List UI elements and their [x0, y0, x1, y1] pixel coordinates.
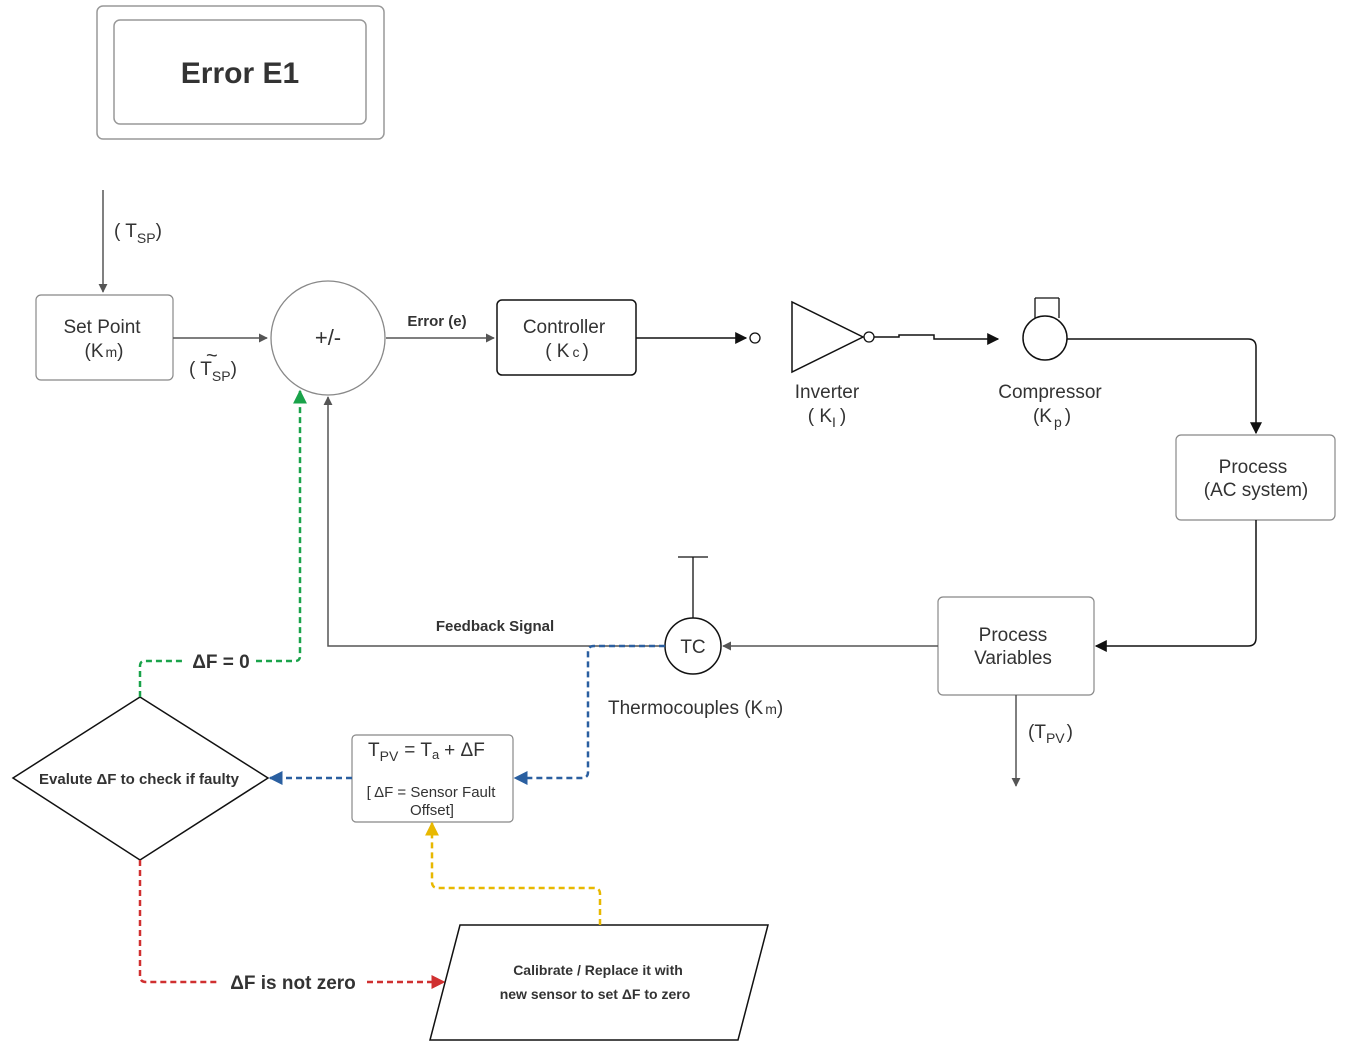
error-display: Error E1 — [96, 5, 385, 140]
process-variables-block: Process Variables — [937, 596, 1095, 696]
compressor-title: Compressor — [998, 382, 1102, 403]
feedback-signal-arrow — [323, 396, 665, 647]
decision-diamond: Evalute ΔF to check if faulty — [11, 696, 270, 861]
inverter-to-compressor-arrow — [874, 333, 1000, 345]
filtered-setpoint-label: ( TSP) — [189, 359, 237, 384]
process-subtitle: (AC system) — [1204, 480, 1309, 501]
set-point-title: Set Point — [63, 317, 141, 338]
calibrate-line1: Calibrate / Replace it with — [513, 962, 683, 978]
filtered-setpoint-tilde: ~ — [206, 345, 218, 367]
decision-text: Evalute ΔF to check if faulty — [39, 771, 240, 788]
tc-to-equation-dashed — [513, 644, 665, 785]
feedback-signal-label: Feedback Signal — [436, 618, 554, 635]
summing-junction-symbol: +/- — [315, 325, 341, 350]
process-block: Process (AC system) — [1175, 434, 1336, 521]
error-code: Error E1 — [181, 57, 299, 90]
controller-title: Controller — [523, 317, 606, 338]
process-to-variables-arrow — [1094, 520, 1257, 652]
equation-note-line1: [ ΔF = Sensor Fault — [367, 784, 497, 801]
calibrate-line2: new sensor to set ΔF to zero — [500, 986, 691, 1002]
zero-branch-dashed — [138, 391, 300, 697]
thermocouple-tag: TC — [680, 637, 705, 658]
inverter-gain: ( KI) — [808, 406, 847, 430]
thermocouple-symbol: TC — [664, 556, 722, 675]
inverter-title: Inverter — [795, 382, 860, 403]
equation-formula: TPV= Ta+ ΔF — [368, 740, 485, 764]
compressor-to-process-arrow — [1067, 338, 1262, 435]
process-variables-line2: Variables — [974, 648, 1052, 669]
pv-output-label: (TPV) — [1028, 722, 1073, 746]
calibrate-to-equation-dashed — [425, 821, 602, 925]
inverter-input-bubble — [749, 332, 761, 344]
error-signal-label: Error (e) — [407, 313, 466, 330]
equation-box: TPV= Ta+ ΔF [ ΔF = Sensor Fault Offset] — [351, 734, 514, 823]
process-variables-line1: Process — [979, 625, 1048, 646]
equation-note-line2: Offset] — [410, 802, 454, 819]
summing-junction: +/- — [270, 280, 386, 396]
zero-branch-label: ΔF = 0 — [192, 652, 249, 673]
compressor-symbol — [1022, 297, 1068, 361]
nonzero-branch-dashed — [138, 860, 444, 982]
inverter-symbol — [791, 300, 875, 374]
calibrate-block: Calibrate / Replace it with new sensor t… — [429, 924, 769, 1041]
setpoint-input-label: ( TSP) — [114, 221, 162, 246]
nonzero-branch-label: ΔF is not zero — [230, 973, 356, 994]
process-title: Process — [1219, 457, 1288, 478]
